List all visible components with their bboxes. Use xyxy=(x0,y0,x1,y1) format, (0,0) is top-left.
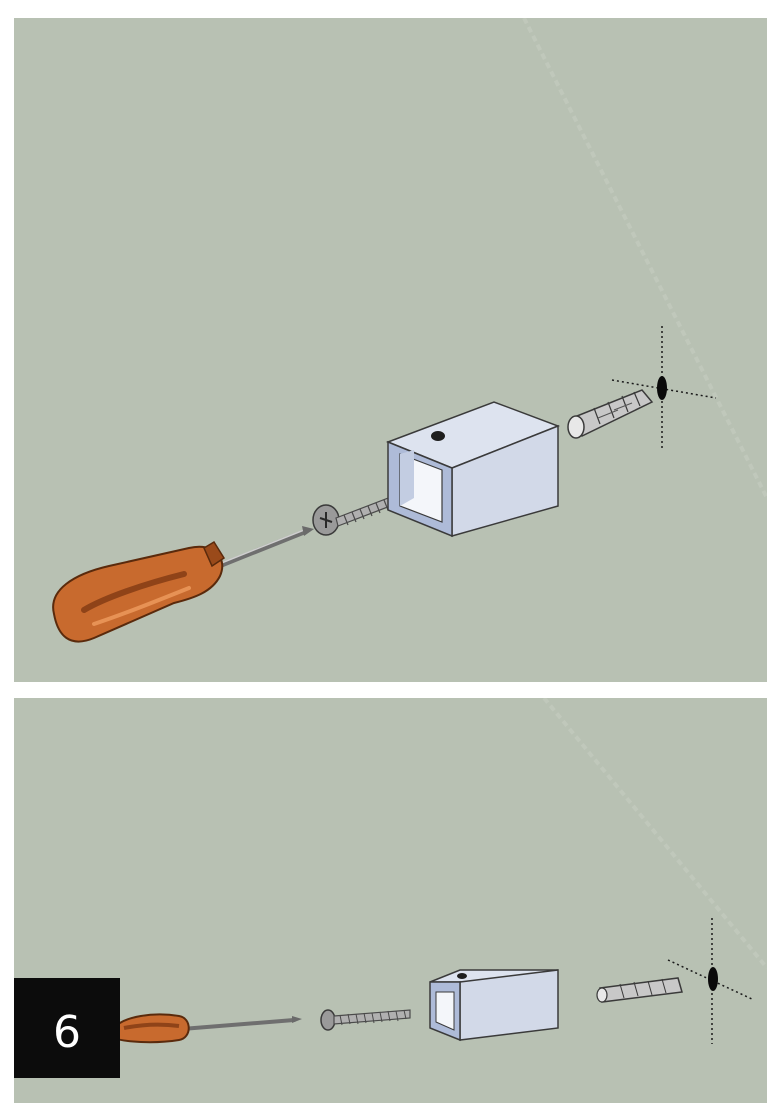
screw-icon xyxy=(321,1010,410,1030)
step-number-badge: 6 xyxy=(14,978,120,1078)
wall-plug-icon xyxy=(568,390,652,438)
closeup-illustration xyxy=(14,18,767,682)
closeup-assembly-panel xyxy=(14,18,767,682)
screwdriver-icon xyxy=(53,526,314,642)
screwdriver-icon xyxy=(114,1015,302,1043)
bracket-icon xyxy=(388,402,558,536)
drill-hole-marker-icon xyxy=(612,326,716,450)
overview-assembly-panel xyxy=(14,698,767,1103)
wall-plug-icon xyxy=(597,978,682,1002)
bracket-icon xyxy=(430,970,558,1040)
drill-hole-marker-icon xyxy=(668,918,754,1044)
overview-illustration xyxy=(14,698,767,1103)
